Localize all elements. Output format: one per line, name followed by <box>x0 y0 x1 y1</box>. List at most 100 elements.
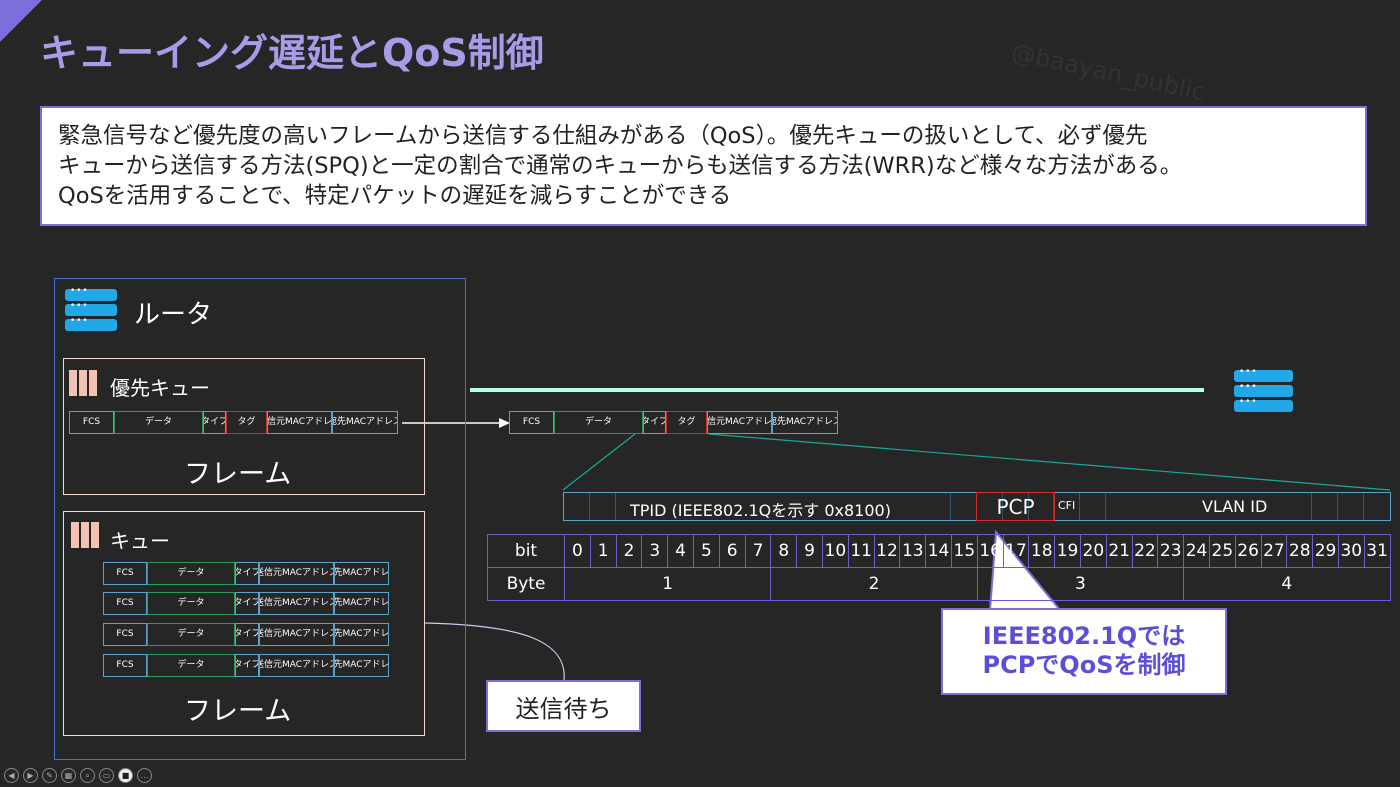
bit-cell: 12 <box>873 534 901 568</box>
bit-cell: 20 <box>1079 534 1107 568</box>
transmitted-frame: FCS データ タイプ タグ 送信元MACアドレス 宛先MACアドレス <box>509 411 838 434</box>
priority-queue-box <box>63 358 425 495</box>
bit-cell: 23 <box>1157 534 1185 568</box>
bit-cell: 11 <box>847 534 875 568</box>
destination-server-icon <box>1234 367 1293 415</box>
byte-header: Byte <box>487 567 565 601</box>
description-line: キューから送信する方法(SPQ)と一定の割合で通常のキューからも送信する方法(W… <box>58 153 1183 179</box>
bit-cell: 6 <box>718 534 746 568</box>
bit-cell: 15 <box>950 534 978 568</box>
normal-queue-box <box>63 511 425 736</box>
frame-tag: タグ <box>666 411 707 434</box>
frame-arrow-head <box>499 418 510 428</box>
frame-type: タイプ <box>235 562 259 585</box>
frame-fcs: FCS <box>103 592 147 615</box>
bit-cell: 10 <box>821 534 849 568</box>
bit-cell: 30 <box>1337 534 1365 568</box>
bit-cell: 3 <box>641 534 669 568</box>
byte-cell: 3 <box>976 567 1185 601</box>
bit-cell: 16 <box>976 534 1004 568</box>
waiting-callout: 送信待ち <box>486 680 641 732</box>
priority-frame: FCS データ タイプ タグ 送信元MACアドレス 宛先MACアドレス <box>69 411 398 434</box>
queued-frame: FCS データ タイプ 送信元MACアドレス 宛先MACアドレス <box>103 654 389 677</box>
normal-frame-label: フレーム <box>184 696 292 727</box>
bit-cell: 25 <box>1208 534 1236 568</box>
router-label: ルータ <box>134 300 213 330</box>
waiting-connector <box>423 622 565 682</box>
zoom-line-right <box>708 433 1391 491</box>
bit-cell: 28 <box>1286 534 1314 568</box>
frame-type: タイプ <box>643 411 666 434</box>
bit-cell: 2 <box>615 534 643 568</box>
frame-dst-mac: 宛先MACアドレス <box>332 411 398 434</box>
bit-cell: 9 <box>796 534 823 568</box>
frame-data: データ <box>114 411 203 434</box>
frame-src-mac: 送信元MACアドレス <box>259 623 334 646</box>
description-line: 緊急信号など優先度の高いフレームから送信する仕組みがある（QoS）。優先キューの… <box>58 123 1148 149</box>
next-icon[interactable]: ▶ <box>23 768 38 783</box>
camera-icon[interactable]: ■ <box>118 768 133 783</box>
queued-frame: FCS データ タイプ 送信元MACアドレス 宛先MACアドレス <box>103 592 389 615</box>
frame-fcs: FCS <box>69 411 114 434</box>
slide-title: キューイング遅延とQoS制御 <box>40 31 544 75</box>
bit-cell: 19 <box>1054 534 1081 568</box>
corner-accent <box>0 0 42 42</box>
cfi-label: CFI <box>1058 499 1076 512</box>
frame-fcs: FCS <box>103 562 147 585</box>
frame-src-mac: 送信元MACアドレス <box>259 654 334 677</box>
frame-type: タイプ <box>203 411 226 434</box>
frame-data: データ <box>554 411 643 434</box>
byte-cell: 4 <box>1183 567 1391 601</box>
description-box: 緊急信号など優先度の高いフレームから送信する仕組みがある（QoS）。優先キューの… <box>40 106 1367 226</box>
frame-dst-mac: 宛先MACアドレス <box>772 411 838 434</box>
bit-cell: 14 <box>925 534 952 568</box>
bit-cell: 26 <box>1234 534 1262 568</box>
pcp-field: PCP <box>976 492 1055 521</box>
frame-data: データ <box>147 562 235 585</box>
more-icon[interactable]: … <box>137 768 152 783</box>
bit-cell: 13 <box>899 534 927 568</box>
frame-data: データ <box>147 592 235 615</box>
bit-cell: 8 <box>770 534 798 568</box>
frame-src-mac: 送信元MACアドレス <box>707 411 772 434</box>
priority-queue-label: 優先キュー <box>110 376 210 400</box>
frame-dst-mac: 宛先MACアドレス <box>334 562 389 585</box>
router-server-icon <box>65 286 117 334</box>
priority-frame-label: フレーム <box>184 459 292 490</box>
bit-header: bit <box>487 534 565 568</box>
bit-cell: 7 <box>744 534 772 568</box>
prev-icon[interactable]: ◀ <box>4 768 19 783</box>
tpid-label: TPID (IEEE802.1Qを示す 0x8100) <box>630 501 891 520</box>
bit-cell: 0 <box>564 534 591 568</box>
vlan-id-label: VLAN ID <box>1202 497 1268 516</box>
frame-type: タイプ <box>235 623 259 646</box>
frame-fcs: FCS <box>103 654 147 677</box>
bit-cell: 31 <box>1363 534 1391 568</box>
frame-type: タイプ <box>235 592 259 615</box>
router-box <box>54 278 466 760</box>
frame-fcs: FCS <box>509 411 554 434</box>
bit-cell: 5 <box>692 534 720 568</box>
frame-data: データ <box>147 654 235 677</box>
qos-callout-line: IEEE802.1Qでは <box>982 622 1186 650</box>
bit-cell: 4 <box>667 534 694 568</box>
frame-src-mac: 送信元MACアドレス <box>259 592 334 615</box>
byte-cell: 2 <box>770 567 978 601</box>
frame-dst-mac: 宛先MACアドレス <box>334 623 389 646</box>
queue-icon <box>69 370 97 396</box>
bit-cell: 18 <box>1028 534 1056 568</box>
zoom-icon[interactable]: ⌕ <box>80 768 95 783</box>
byte-cell: 1 <box>563 567 772 601</box>
pen-icon[interactable]: ✎ <box>42 768 57 783</box>
frame-data: データ <box>147 623 235 646</box>
bit-cell: 24 <box>1183 534 1210 568</box>
frame-src-mac: 送信元MACアドレス <box>259 562 334 585</box>
subtitle-icon[interactable]: ▭ <box>99 768 114 783</box>
description-line: QoSを活用することで、特定パケットの遅延を減らすことができる <box>58 183 732 209</box>
frame-type: タイプ <box>235 654 259 677</box>
bit-cell: 27 <box>1260 534 1288 568</box>
slides-icon[interactable]: ▦ <box>61 768 76 783</box>
bit-cell: 29 <box>1312 534 1339 568</box>
